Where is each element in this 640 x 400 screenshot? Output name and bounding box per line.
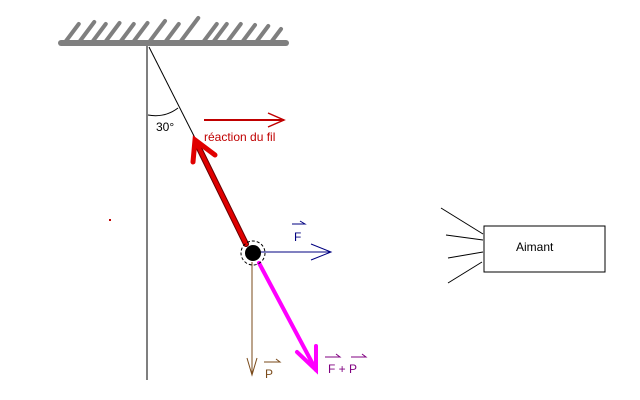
magnet-label: Aimant: [516, 240, 554, 254]
weight-arrow: [246, 262, 282, 377]
magnet-field-lines: [440, 207, 484, 284]
weight-label: P: [265, 367, 273, 381]
ceiling-hatch: [202, 22, 219, 43]
force-f-arrow: [258, 220, 333, 261]
reaction-arrow: [190, 135, 249, 247]
ceiling-hatch: [64, 22, 81, 43]
ceiling-hatch: [241, 23, 257, 43]
resultant-arrow: [257, 261, 318, 375]
force-f-label: F: [294, 230, 301, 244]
ceiling-hatch: [91, 22, 108, 43]
ceiling-hatch: [78, 20, 97, 43]
resultant-label: F + P: [328, 362, 357, 376]
reaction-label: réaction du fil: [204, 130, 275, 144]
ceiling-hatch: [270, 27, 283, 43]
ceiling-hatch: [179, 16, 201, 43]
reaction-direction-arrow: [204, 112, 286, 128]
ceiling-hatch: [132, 21, 150, 43]
ceiling-hatch: [226, 22, 243, 43]
ceiling-hatch: [119, 22, 136, 43]
ceiling: [58, 16, 289, 46]
ceiling-hatch: [164, 22, 181, 43]
dashed-circle: [240, 240, 266, 266]
angle-label: 30°: [156, 120, 174, 134]
string: [148, 46, 196, 139]
resultant-vector-arrows: [325, 353, 368, 358]
ceiling-hatch: [255, 24, 271, 43]
stray-dot: [109, 219, 111, 221]
angle-arc: [147, 107, 179, 117]
ceiling-hatch: [104, 21, 122, 43]
magnet-box: [483, 225, 606, 273]
ceiling-hatch: [212, 22, 229, 43]
ball: [245, 245, 261, 261]
ceiling-hatch: [148, 19, 167, 43]
